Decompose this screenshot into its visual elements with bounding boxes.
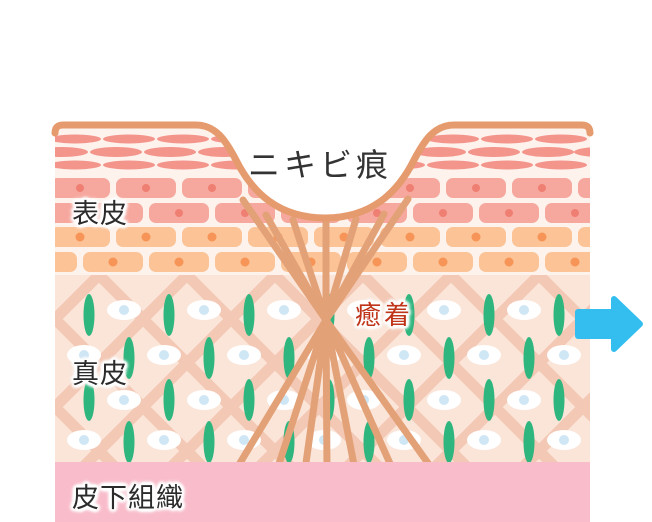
dermis-contents [67, 294, 581, 462]
dermis-elastin-fibers [83, 294, 565, 462]
label-dermis: 真皮 [72, 359, 128, 390]
dermis-fibroblast-cells [67, 300, 581, 450]
label-epidermis: 表皮 [72, 199, 128, 230]
label-adhesion: 癒着 [355, 301, 414, 331]
subcutaneous-fill [55, 462, 590, 522]
right-arrow-icon [575, 296, 643, 352]
page-title: ニキビ痕 [248, 146, 393, 184]
adhesion-fiber-bundle [233, 195, 434, 462]
skin-surface-outline [51, 121, 594, 222]
label-subcutaneous: 皮下組織 [72, 483, 184, 514]
